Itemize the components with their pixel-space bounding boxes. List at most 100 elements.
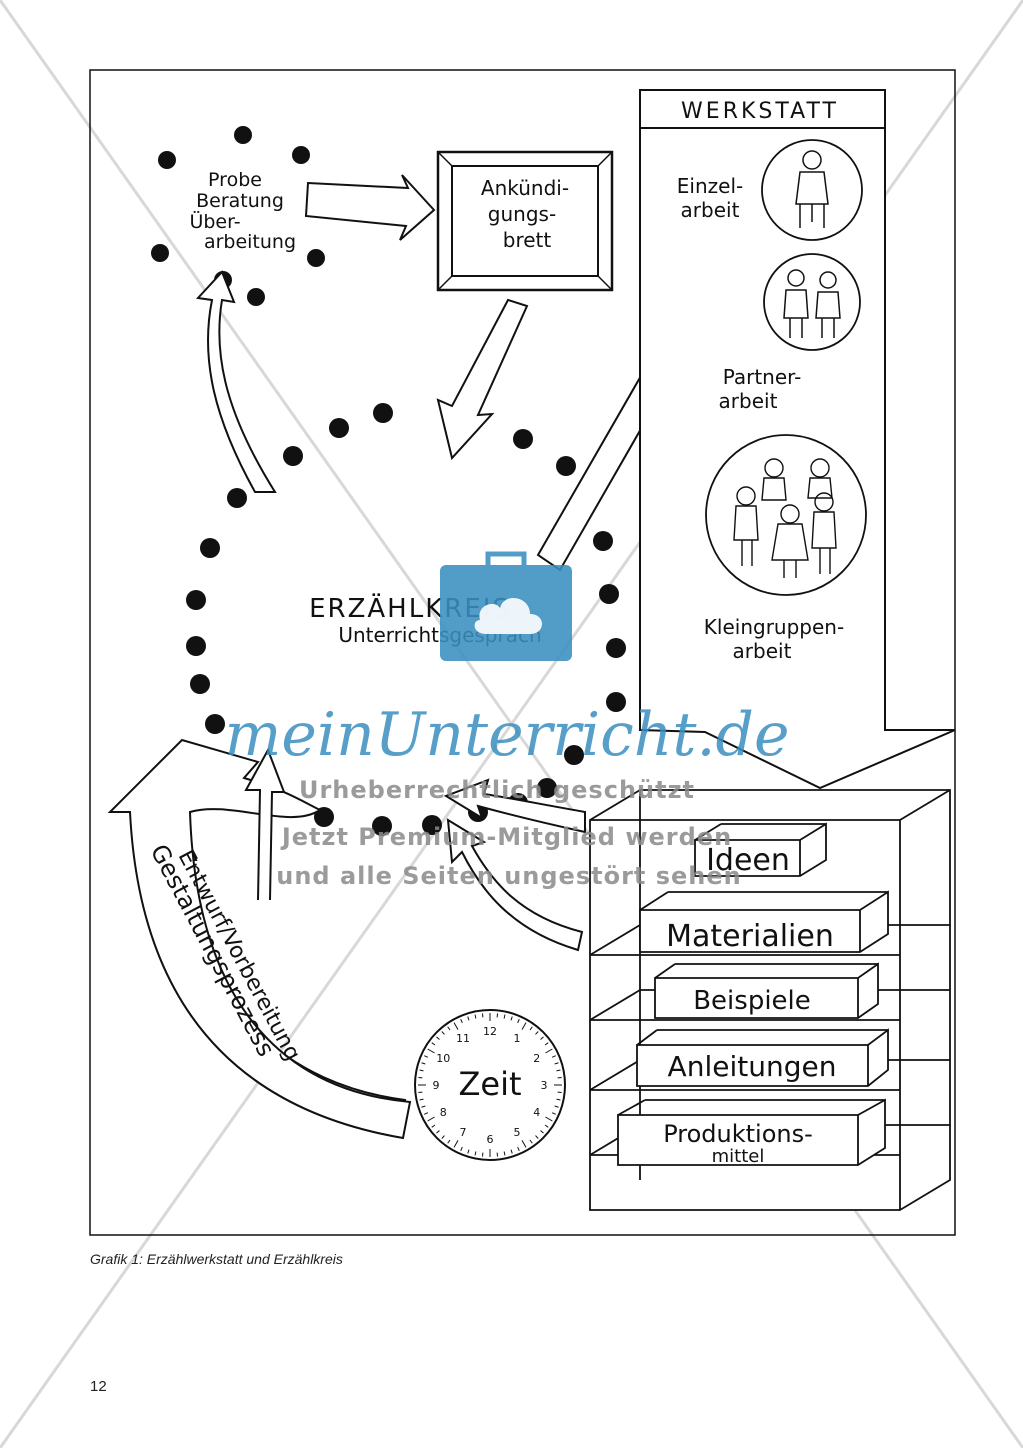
rehearsal-line: arbeitung [204,231,296,253]
clock-tick [424,1055,429,1058]
box-edge [636,1029,658,1046]
clock-tick [453,1140,459,1148]
clock-number: 1 [514,1032,521,1045]
clock-tick [441,1031,445,1035]
clock-tick [447,1026,451,1031]
watermark: meinUnterricht.de Urheberrechtlich gesch… [225,551,790,890]
arrow-up-to-circle [244,747,286,901]
shelf-label-materialien: Materialien [666,919,834,954]
dot [593,531,613,551]
clock-tick [554,1105,559,1108]
dot [186,590,206,610]
dot [373,403,393,423]
shelf-label-beispiele: Beispiele [693,986,811,1016]
box-edge [654,963,676,979]
clock-number: 5 [514,1126,521,1139]
box-edge [639,891,669,911]
clock-tick [544,1042,549,1046]
noticeboard-line: brett [503,228,552,252]
clock-tick [540,1036,544,1040]
noticeboard-inner [451,165,599,277]
design-process-arrow [107,738,412,1140]
shelf-label-ideen: Ideen [706,843,790,878]
clock-number: 11 [456,1032,470,1045]
shelf-label-mittel: mittel [712,1146,765,1167]
clock-tick [529,1139,533,1144]
clock-tick [517,1019,520,1024]
group-work-circle [705,434,867,596]
frame-corner [597,275,613,291]
group-icon [733,458,837,578]
clock-tick [467,1149,470,1154]
shelf-label-anleitungen: Anleitungen [668,1050,837,1083]
clock-number: 2 [533,1052,540,1065]
dot [227,488,247,508]
noticeboard-line: Ankündi- [481,176,569,200]
clock-tick [453,1022,459,1030]
clock-tick [460,1146,463,1151]
clock-tick [431,1124,436,1128]
partner-work-label: Partner- [723,365,802,389]
dot [151,244,169,262]
clock-tick [545,1048,553,1054]
rehearsal-line: Über- [189,210,240,233]
figure-caption: Grafik 1: Erzählwerkstatt und Erzählkrei… [90,1251,343,1267]
dot [205,714,225,734]
dot [599,584,619,604]
shelf-label-produktions: Produktions- [663,1120,813,1148]
clock-number: 10 [436,1052,450,1065]
single-work-circle [761,139,863,241]
clock-tick [474,1014,477,1019]
clock-tick [447,1139,451,1144]
dot [422,815,442,835]
noticeboard-line: gungs- [488,202,556,226]
watermark-line1: Urheberrechtlich geschützt [299,776,695,804]
clock-tick [554,1062,559,1065]
clock-tick [540,1130,544,1134]
clock-tick [535,1031,539,1035]
box-edge [694,823,722,841]
clock-tick [427,1116,435,1122]
single-person-icon [795,150,829,228]
clock-tick [427,1048,435,1054]
cloud-icon [474,597,542,634]
clock-tick [551,1055,556,1058]
dot [513,429,533,449]
clock-number: 3 [541,1079,548,1092]
clock-ticks [418,1013,562,1157]
dot [372,816,392,836]
clock-number: 12 [483,1025,497,1038]
dot [186,636,206,656]
frame-corner [437,151,453,167]
watermark-line2: Jetzt Premium-Mitglied werden [280,823,732,851]
clock-tick [517,1146,520,1151]
clock-number: 4 [533,1106,540,1119]
clock-number: 9 [433,1079,440,1092]
group-work-label: arbeit [733,639,792,663]
dot [537,778,557,798]
rehearsal-line: Beratung [196,190,284,212]
clock-tick [419,1069,424,1072]
partner-icon [783,269,841,338]
clock-tick [556,1069,561,1072]
dot [200,538,220,558]
dot [283,446,303,466]
clock-number: 7 [460,1126,467,1139]
single-work-label: arbeit [681,198,740,222]
clock-tick [510,1016,513,1021]
clock-tick [441,1135,445,1139]
clock-tick [421,1062,426,1065]
workshop-title: WERKSTATT [681,99,839,124]
dot [292,146,310,164]
arrow-ideas-to-circle [443,778,586,834]
dot [307,249,325,267]
partner-work-circle [763,253,861,351]
frame-corner [437,275,453,291]
diagram-frame [89,69,956,1236]
clock-tick [424,1112,429,1115]
clock-tick [436,1130,440,1134]
watermark-brand: meinUnterricht.de [225,700,790,770]
